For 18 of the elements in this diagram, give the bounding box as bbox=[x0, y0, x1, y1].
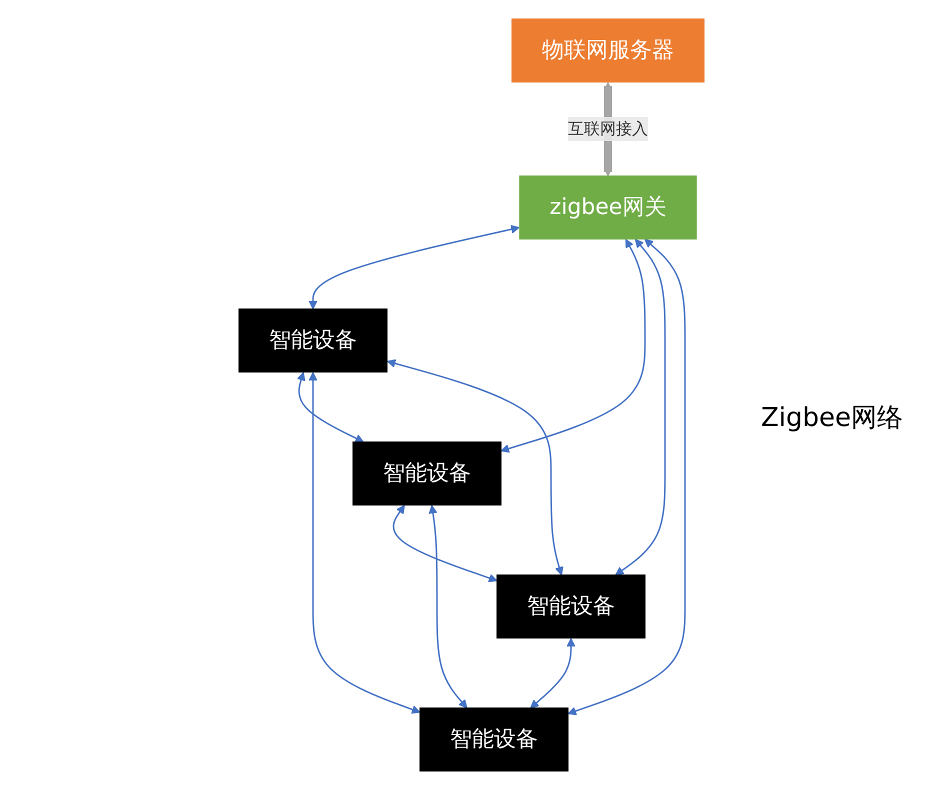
node-box: zigbee网关 bbox=[519, 175, 697, 239]
arrow bbox=[615, 238, 666, 575]
arrow bbox=[530, 638, 576, 708]
arrow bbox=[428, 504, 468, 708]
arrow bbox=[568, 238, 686, 715]
arrow bbox=[308, 372, 420, 714]
node-box: 智能设备 bbox=[352, 441, 502, 505]
node-box: 智能设备 bbox=[238, 308, 388, 372]
arrow bbox=[500, 238, 646, 452]
arrow bbox=[308, 224, 520, 309]
network-label: Zigbee网络 bbox=[760, 402, 903, 435]
arrow bbox=[392, 504, 498, 582]
node-box: 智能设备 bbox=[420, 707, 568, 771]
edge-label: 互联网接入 bbox=[568, 118, 648, 138]
node-box: 物联网服务器 bbox=[512, 18, 704, 82]
node-box: 智能设备 bbox=[496, 574, 646, 638]
arrow bbox=[296, 371, 364, 442]
arrow bbox=[386, 358, 564, 575]
